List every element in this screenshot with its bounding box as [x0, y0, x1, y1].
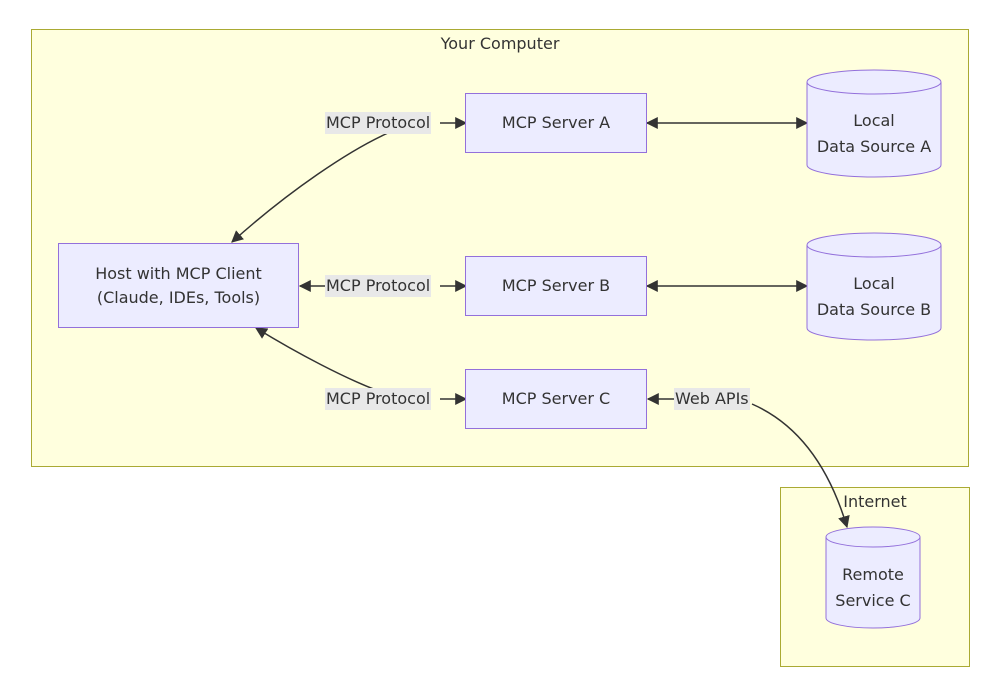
remote-c-line1: Remote [842, 565, 904, 584]
edge-host-server-a [231, 132, 389, 243]
node-mcp-server-a[interactable]: MCP Server A [465, 93, 647, 153]
data-b-line2: Data Source B [816, 300, 932, 319]
cluster-title-internet: Internet [843, 492, 907, 511]
cluster-internet: Internet [780, 487, 970, 667]
node-server-a-label: MCP Server A [501, 113, 611, 132]
edge-label-web-apis: Web APIs [674, 388, 750, 410]
node-mcp-server-b[interactable]: MCP Server B [465, 256, 647, 316]
node-server-c-label: MCP Server C [501, 389, 611, 408]
cluster-title-your-computer: Your Computer [440, 34, 560, 53]
remote-c-line2: Service C [835, 591, 911, 610]
cylinder-remote-c [825, 526, 921, 629]
node-server-b-label: MCP Server B [501, 276, 611, 295]
cylinder-data-a [806, 69, 942, 178]
edge-label-mcp-protocol-a: MCP Protocol [325, 112, 432, 134]
edge-label-mcp-protocol-b: MCP Protocol [325, 275, 432, 297]
node-host-line1: Host with MCP Client [95, 263, 262, 283]
edge-label-mcp-protocol-c: MCP Protocol [325, 388, 432, 410]
data-a-line2: Data Source A [816, 137, 932, 156]
node-host-line2: (Claude, IDEs, Tools) [96, 287, 261, 307]
node-mcp-server-c[interactable]: MCP Server C [465, 369, 647, 429]
data-a-line1: Local [853, 111, 895, 130]
node-local-data-a[interactable]: Local Data Source A [807, 108, 941, 160]
edge-web-remote-c [751, 403, 850, 529]
cylinder-data-b [806, 232, 942, 341]
data-b-line1: Local [853, 274, 895, 293]
node-remote-service-c[interactable]: Remote Service C [826, 562, 920, 614]
edge-host-server-c [254, 327, 377, 391]
node-host-client[interactable]: Host with MCP Client (Claude, IDEs, Tool… [58, 243, 299, 328]
node-local-data-b[interactable]: Local Data Source B [807, 271, 941, 323]
